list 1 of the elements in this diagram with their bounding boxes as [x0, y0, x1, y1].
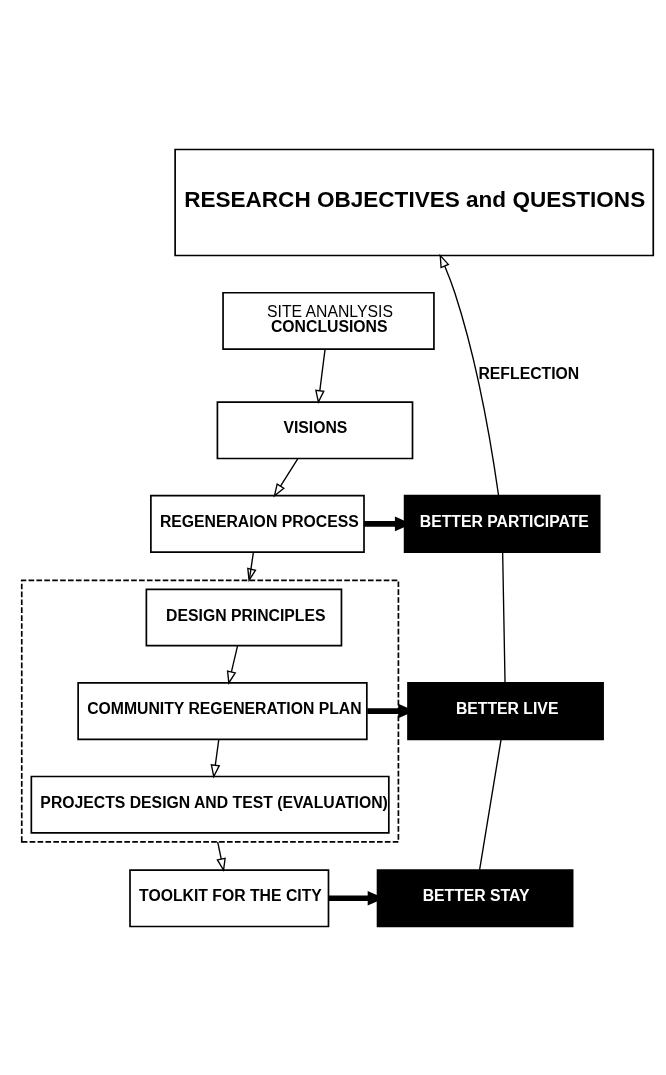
edge-label: REFLECTION — [478, 364, 580, 382]
